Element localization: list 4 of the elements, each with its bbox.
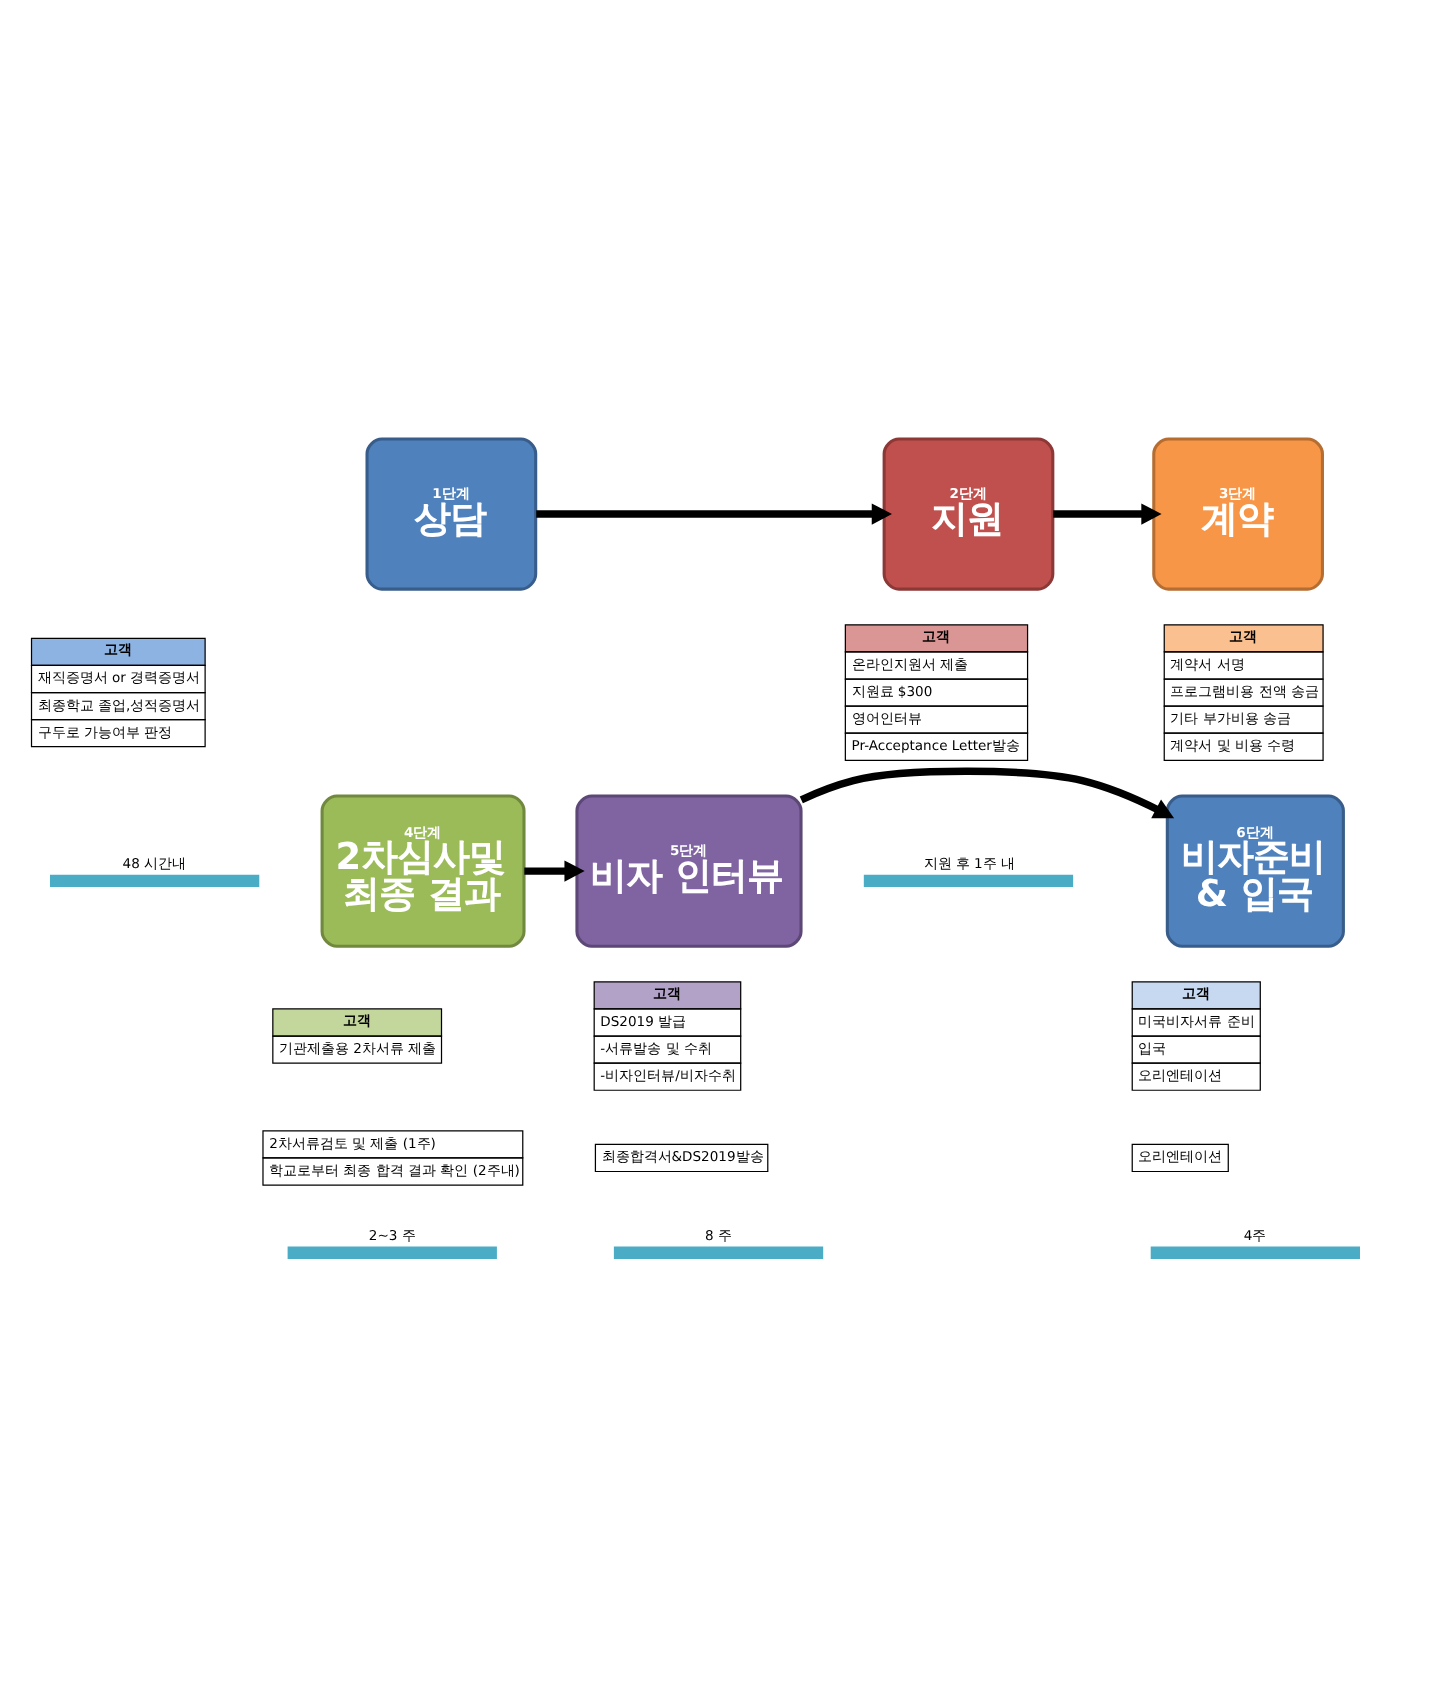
arrow bbox=[799, 766, 1175, 818]
arrow bbox=[1053, 502, 1162, 524]
arrow bbox=[536, 502, 892, 524]
arrow bbox=[524, 859, 585, 881]
